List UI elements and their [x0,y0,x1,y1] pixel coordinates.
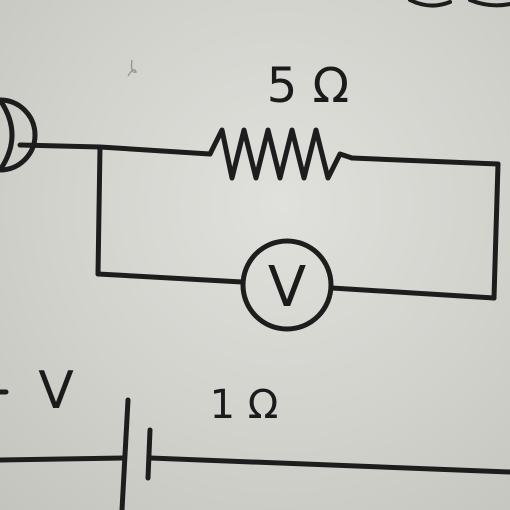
voltmeter-symbol: V [268,255,306,320]
pencil-mark [127,59,137,77]
battery-short-plate [145,427,153,481]
voltmeter-circle [240,238,334,332]
battery-voltage-label: V [38,361,74,421]
cropped-top-text-fragment [408,0,510,8]
wire-bottom-right [329,285,497,301]
wire-left-vertical [95,144,103,277]
wire-resistor-to-right [349,155,501,167]
wire-left-to-resistor [17,142,213,157]
top-resistor [207,127,355,181]
wire-battery-left [0,455,127,463]
left-meter-circle [0,97,38,173]
resistor-top-label: 5 Ω [267,58,349,114]
left-meter-circle-edge [0,97,15,173]
wire-bottom-left [95,271,245,285]
wire-right-vertical [491,161,501,301]
wire-battery-right [147,455,510,475]
resistor-bottom-label: 1 Ω [210,382,279,428]
battery-long-plate [119,397,131,510]
